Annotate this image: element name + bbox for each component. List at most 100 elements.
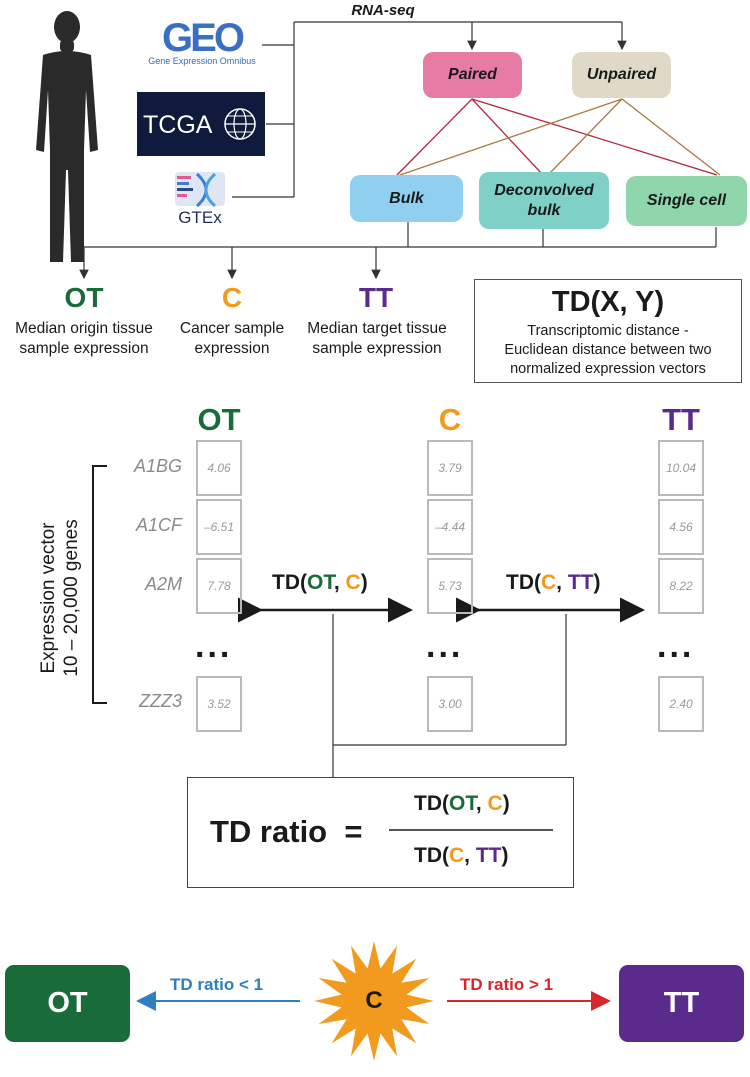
td-tt: TT <box>567 571 594 594</box>
ratio-low-label: TD ratio < 1 <box>170 975 264 994</box>
bulk-node: Bulk <box>350 175 463 222</box>
single-cell-node: Single cell <box>626 176 747 226</box>
key-ot-abbr: OT <box>64 282 104 313</box>
outcome-ot-box: OT <box>5 965 130 1042</box>
key-tt-abbr: TT <box>358 282 394 313</box>
cancer-starburst-icon <box>314 941 434 1061</box>
paired-node: Paired <box>423 52 522 98</box>
c-cell: –4.44 <box>427 499 473 555</box>
td-ratio-numerator: TD(OT, C) <box>414 792 510 816</box>
c-column-title: C <box>438 402 462 437</box>
td-c-tt-label: TD(C, TT) <box>506 571 601 595</box>
key-c-desc-line1: Cancer sample <box>179 320 285 337</box>
ratio-connectors <box>332 614 567 777</box>
td-comma: , <box>333 571 346 594</box>
td-comma: , <box>475 792 488 815</box>
td-word: TD <box>272 571 300 594</box>
gene-label: ZZZ3 <box>139 691 182 711</box>
c-cell: 3.00 <box>427 676 473 732</box>
ot-column-title: OT <box>197 402 241 437</box>
key-connectors <box>79 222 717 280</box>
key-c-desc: Cancer sample expression <box>166 319 298 359</box>
td-word: TD <box>506 571 534 594</box>
ot-cell: 4.06 <box>196 440 242 496</box>
axis-label-line1: Expression vector <box>38 522 59 674</box>
geo-logo-mark: GEO <box>162 16 245 60</box>
td-definition-title: TD(X, Y) <box>551 286 665 318</box>
td-close: ) <box>501 844 509 867</box>
human-silhouette-icon <box>36 11 98 262</box>
td-ot: OT <box>307 571 334 594</box>
tt-cell: 2.40 <box>658 676 704 732</box>
rnaseq-label: RNA-seq <box>351 2 415 19</box>
key-c-abbr: C <box>221 282 243 313</box>
ot-cell: –6.51 <box>196 499 242 555</box>
key-tt-desc: Median target tissue sample expression <box>292 319 462 359</box>
key-tt-desc-line2: sample expression <box>312 340 442 357</box>
tcga-logo: TCGA <box>137 92 265 156</box>
key-tt-desc-line1: Median target tissue <box>307 320 447 337</box>
td-ratio-denominator: TD(C, TT) <box>414 844 509 868</box>
td-ratio-formula-label: TD ratio = <box>210 814 362 850</box>
ot-cell: 3.52 <box>196 676 242 732</box>
deconvolved-bulk-node: Deconvolved bulk <box>479 172 609 229</box>
td-close: ) <box>593 571 601 594</box>
td-ratio-equals: = <box>344 814 363 849</box>
td-definition-line1: Transcriptomic distance - <box>527 323 689 339</box>
globe-icon <box>224 108 256 140</box>
td-definition-line2: Euclidean distance between two <box>504 342 712 358</box>
dna-helix-icon <box>175 172 225 208</box>
td-ratio-box: TD ratio = TD(OT, C) TD(C, TT) <box>187 777 574 888</box>
ot-cell: 7.78 <box>196 558 242 614</box>
ratio-high-label: TD ratio > 1 <box>460 975 554 994</box>
c-cell: 5.73 <box>427 558 473 614</box>
td-ot-c-label: TD(OT, C) <box>272 571 368 595</box>
unpaired-node: Unpaired <box>572 52 671 98</box>
source-connectors <box>232 21 627 198</box>
type-connectors <box>396 98 721 176</box>
td-ot: OT <box>449 792 476 815</box>
tt-cell: 4.56 <box>658 499 704 555</box>
tt-cell: 8.22 <box>658 558 704 614</box>
td-c: C <box>541 571 557 594</box>
td-comma: , <box>556 571 568 594</box>
td-comma: , <box>464 844 476 867</box>
td-open: ( <box>442 792 449 815</box>
td-c: C <box>449 844 465 867</box>
tt-column-title: TT <box>662 402 700 437</box>
axis-label-line2: 10 – 20,000 genes <box>61 519 82 677</box>
c-ellipsis: ... <box>426 627 464 665</box>
gtex-logo: GTEx <box>171 170 229 228</box>
gene-label: A1BG <box>133 456 182 476</box>
deconvolved-line2: bulk <box>527 201 561 219</box>
expression-vector-axis-label: Expression vector 10 – 20,000 genes <box>37 493 85 703</box>
td-definition-desc: Transcriptomic distance - Euclidean dist… <box>475 322 741 379</box>
gene-axis-bracket <box>92 465 107 704</box>
geo-logo-subtitle: Gene Expression Omnibus <box>148 56 256 66</box>
td-definition-box: TD(X, Y) Transcriptomic distance - Eucli… <box>474 279 742 383</box>
td-ratio-word: TD ratio <box>210 814 328 849</box>
tt-ellipsis: ... <box>657 627 695 665</box>
key-ot-desc: Median origin tissue sample expression <box>0 319 168 359</box>
key-ot-desc-line2: sample expression <box>19 340 149 357</box>
gtex-logo-text: GTEx <box>178 208 222 227</box>
outcome-tt-box: TT <box>619 965 744 1042</box>
td-open: ( <box>442 844 449 867</box>
ot-ellipsis: ... <box>195 627 233 665</box>
tt-cell: 10.04 <box>658 440 704 496</box>
gene-label: A2M <box>144 574 182 594</box>
td-c: C <box>487 792 503 815</box>
td-open: ( <box>534 571 541 594</box>
td-close: ) <box>360 571 368 594</box>
tcga-logo-text: TCGA <box>143 111 213 139</box>
outcome-c-label: C <box>365 987 383 1014</box>
td-c: C <box>345 571 361 594</box>
td-open: ( <box>300 571 307 594</box>
td-word: TD <box>414 792 442 815</box>
td-word: TD <box>414 844 442 867</box>
key-ot-desc-line1: Median origin tissue <box>15 320 153 337</box>
td-tt: TT <box>475 844 502 867</box>
gene-label: A1CF <box>135 515 182 535</box>
td-close: ) <box>502 792 510 815</box>
